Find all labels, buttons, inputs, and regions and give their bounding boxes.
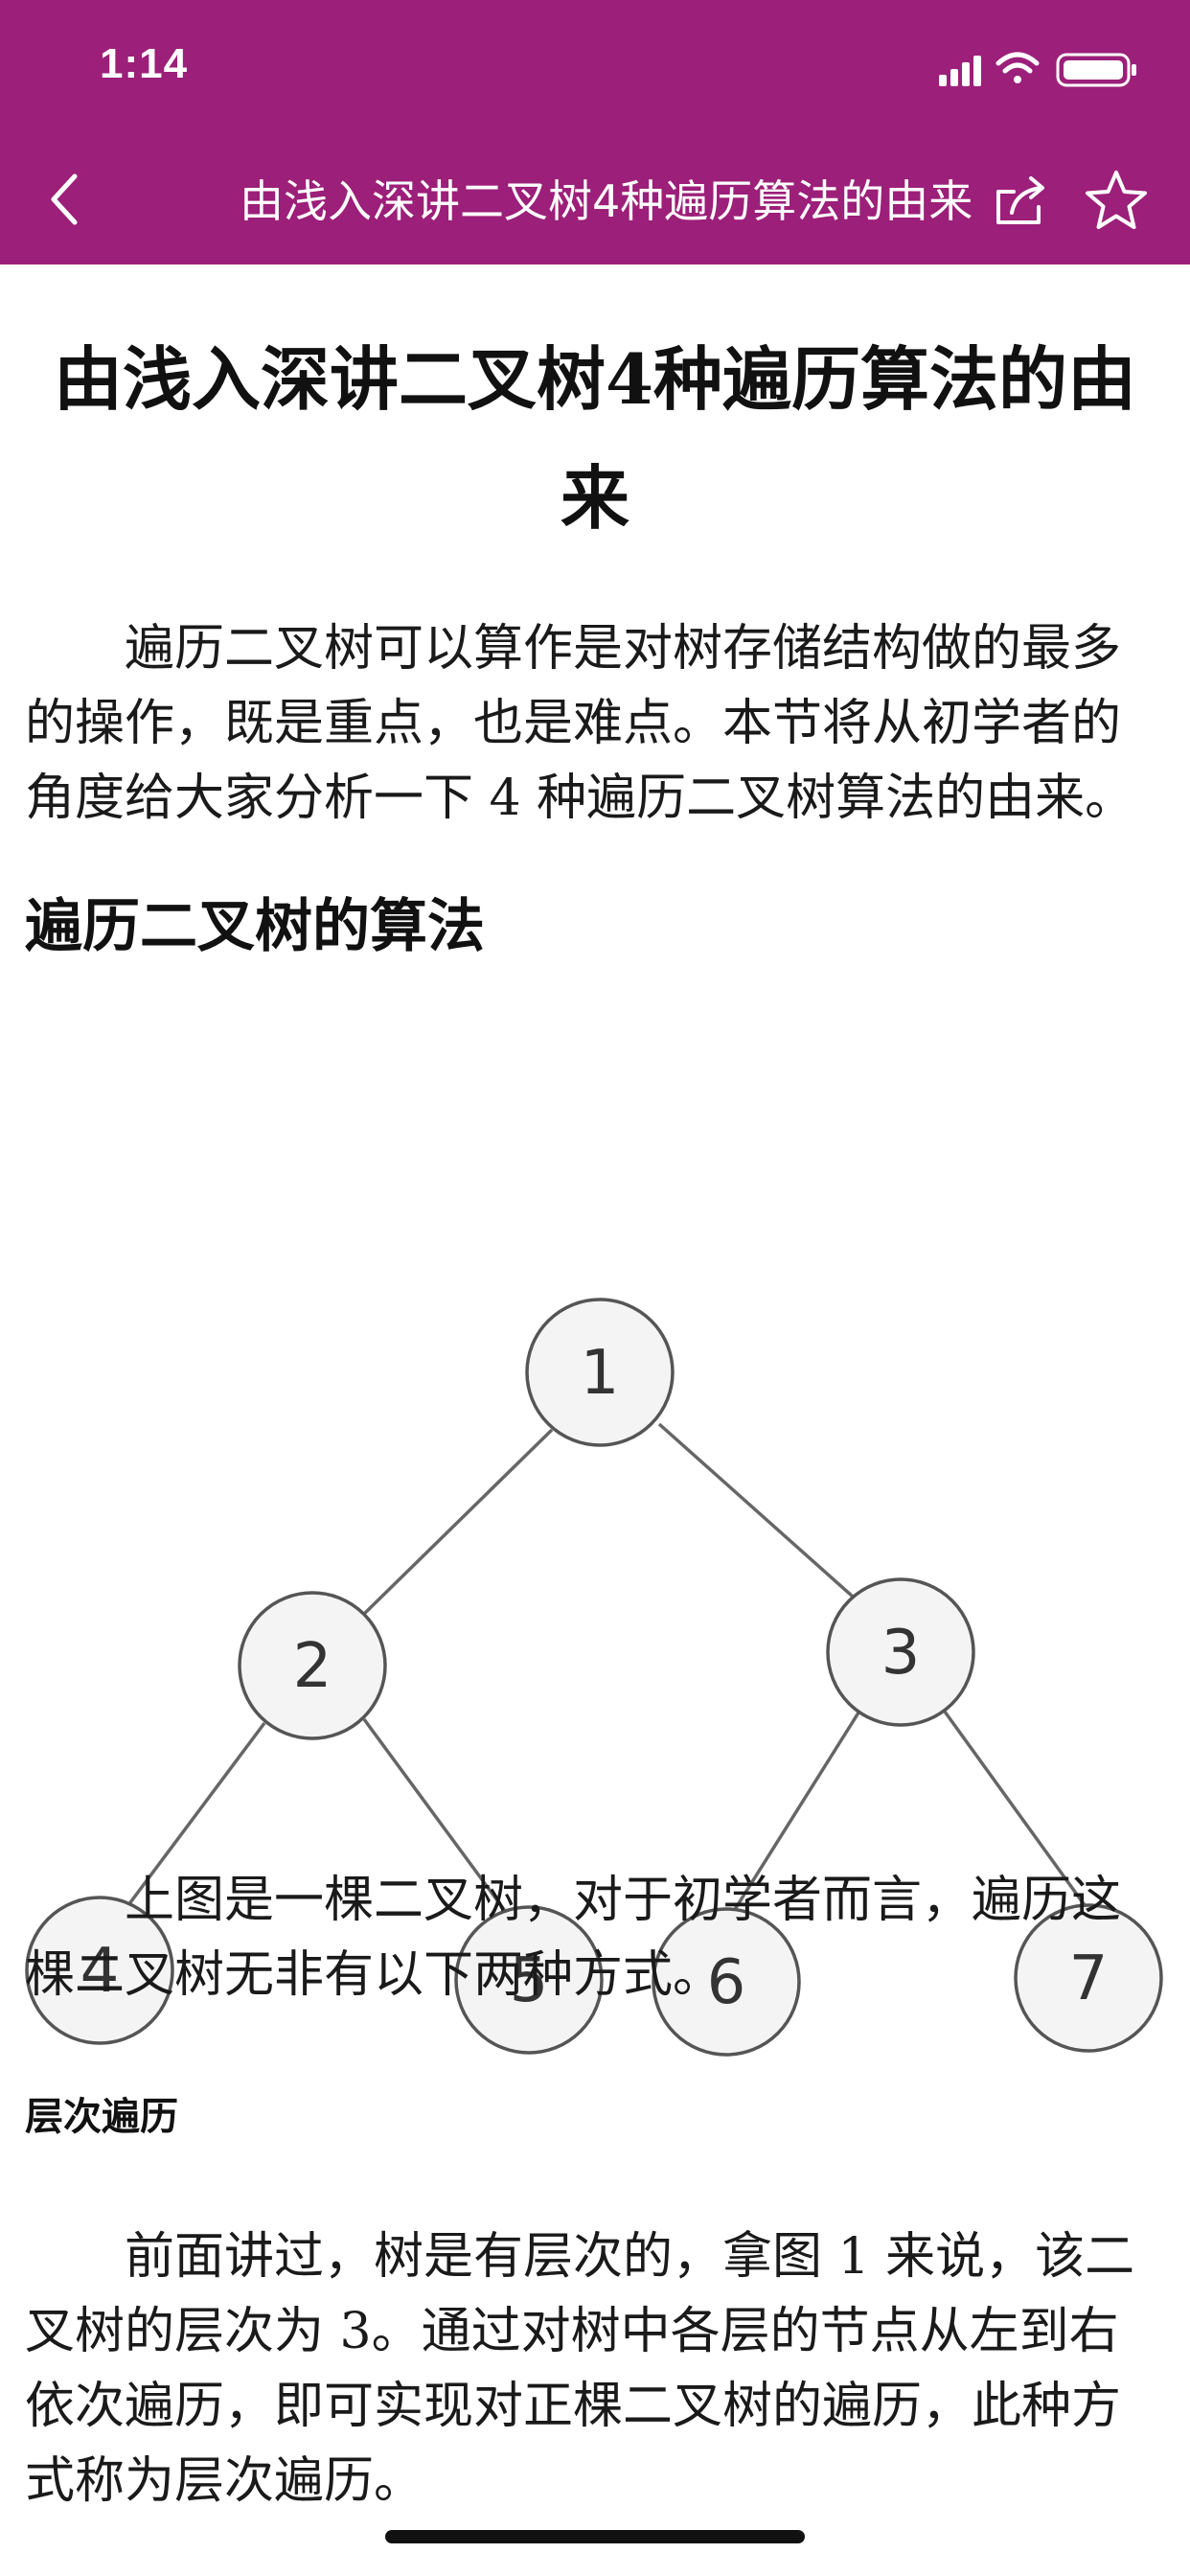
tree-edge (943, 1710, 1087, 1907)
tree-node-label: 7 (1069, 1944, 1109, 2014)
status-icons (939, 52, 1136, 87)
tree-node-label: 3 (881, 1618, 921, 1689)
chevron-left-icon (51, 173, 78, 225)
tree-node-label: 4 (80, 1936, 120, 2007)
back-button[interactable] (42, 171, 84, 228)
binary-tree-figure: 1 2 3 4 5 6 7 (25, 1298, 1163, 2057)
star-outline-icon (1086, 171, 1147, 229)
nav-title: 由浅入深讲二叉树4种遍历算法的由来 (240, 175, 973, 227)
share-button[interactable] (993, 174, 1052, 228)
tree-edge (362, 1717, 510, 1917)
tree-node-5 (454, 1905, 604, 2055)
article-title: 由浅入深讲二叉树4种遍历算法的由来 (53, 338, 1137, 539)
tree-node-label: 1 (581, 1338, 620, 1409)
tree-node-7 (1014, 1903, 1163, 2053)
status-time: 1:14 (100, 40, 189, 87)
section-heading: 遍历二叉树的算法 (25, 893, 485, 960)
cellular-signal-icon (939, 56, 981, 86)
wifi-icon (995, 52, 1040, 83)
tree-node-label: 5 (510, 1945, 549, 2016)
tree-edge (732, 1709, 862, 1912)
tree-edge (121, 1721, 266, 1915)
tree-node-3 (826, 1577, 975, 1727)
tree-edge (657, 1422, 855, 1598)
tree-edge (360, 1428, 554, 1618)
after-figure-paragraph: 上图是一棵二叉树，对于初学者而言，遍历这棵二叉树无非有以下两种方式。 (25, 1872, 1122, 2004)
tree-node-label: 6 (707, 1947, 746, 2018)
tree-node-1 (525, 1298, 675, 1447)
battery-icon (1056, 53, 1136, 87)
tree-node-2 (238, 1591, 387, 1740)
tree-node-6 (652, 1907, 801, 2057)
tree-node-4 (25, 1896, 174, 2045)
share-icon (996, 176, 1044, 224)
favorite-button[interactable] (1083, 169, 1150, 232)
intro-paragraph: 遍历二叉树可以算作是对树存储结构做的最多的操作，既是重点，也是难点。本节将从初学… (25, 620, 1135, 827)
tree-node-label: 2 (293, 1631, 332, 1702)
home-indicator[interactable] (385, 2530, 805, 2543)
level-traversal-paragraph: 前面讲过，树是有层次的，拿图 1 来说，该二叉树的层次为 3。通过对树中各层的节… (25, 2228, 1135, 2510)
article-content[interactable]: 由浅入深讲二叉树4种遍历算法的由来 遍历二叉树可以算作是对树存储结构做的最多的操… (0, 264, 1190, 2510)
sub-heading: 层次遍历 (25, 2095, 178, 2139)
top-bar: 1:14 由浅入深讲二叉树4种遍历算法的由来 (0, 0, 1190, 264)
